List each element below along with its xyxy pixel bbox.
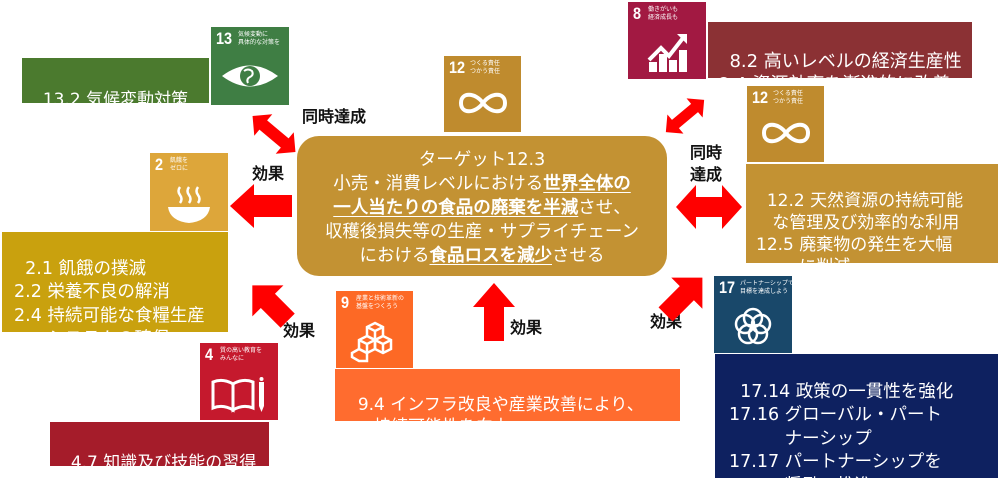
sdg-2-icon: 2 飢餓を ゼロに	[150, 153, 228, 231]
center-line-2: 一人当たりの食品の廃棄を半減させ、	[333, 198, 631, 218]
sdg-9-icon: 9 産業と技術革新の 基盤をつくろう	[336, 291, 413, 368]
sdg-8-icon: 8 働きがいも 経済成長も	[628, 2, 706, 79]
arrow-9-up-icon	[473, 283, 515, 341]
arrow-4-to-center-icon	[252, 285, 295, 328]
sdg-17-icon: 17 パートナーシップで 目標を達成しよう	[714, 276, 794, 353]
eye-globe-icon	[222, 65, 278, 87]
arrow-left-2-icon	[230, 184, 292, 228]
center-line-3: 収穫後損失等の生産・サプライチェーン	[324, 222, 640, 242]
infinity-icon	[458, 92, 507, 114]
target-4-text: 4.7 知識及び技能の習得	[70, 453, 257, 473]
target-13-text: 13.2 気候変動対策	[42, 90, 189, 110]
label-effect-bottom-left: 効果	[283, 321, 316, 340]
target-2-box: 2.1 飢餓の撲滅 2.2 栄養不良の解消 2.4 持続可能な食糧生産 システム…	[2, 232, 228, 349]
cubes-icon	[350, 321, 392, 363]
label-simultaneous-right: 同時 達成	[690, 143, 723, 184]
bowl-icon	[168, 186, 210, 223]
growth-chart-icon	[647, 34, 687, 72]
target-9-text: 9.4 インフラ改良や産業改善により、 持続可能性を向上	[357, 395, 644, 437]
target-12-text: 12.2 天然資源の持続可能 な管理及び効率的な利用 12.5 廃棄物の発生を大…	[756, 191, 964, 277]
target-4-box: 4.7 知識及び技能の習得	[50, 422, 269, 473]
flower-rings-icon	[734, 307, 772, 345]
double-arrow-8-icon	[665, 98, 705, 134]
infinity-icon	[761, 122, 810, 144]
double-arrow-13-icon	[252, 114, 296, 154]
target-17-box: 17.14 政策の一貫性を強化 17.16 グローバル・パート ナーシップ 17…	[715, 354, 998, 496]
target-17-text: 17.14 政策の一貫性を強化 17.16 グローバル・パート ナーシップ 17…	[729, 381, 954, 496]
book-pencil-icon	[211, 377, 264, 413]
label-effect-bottom: 効果	[510, 318, 543, 337]
center-line-4: における食品ロスを減少させる	[359, 246, 605, 266]
sdg-12-icon-right: 12 つくる責任 つかう責任	[747, 86, 824, 162]
target-2-text: 2.1 飢餓の撲滅 2.2 栄養不良の解消 2.4 持続可能な食糧生産 システム…	[14, 258, 205, 350]
sdg-12-icon-top: 12 つくる責任 つかう責任	[444, 56, 521, 132]
label-effect-left: 効果	[252, 164, 285, 183]
sdg-13-icon: 13 気候変動に 具体的な対策を	[211, 27, 289, 105]
double-arrow-12-icon	[676, 185, 742, 229]
target-12-box: 12.2 天然資源の持続可能 な管理及び効率的な利用 12.5 廃棄物の発生を大…	[746, 164, 998, 277]
target-12-3-center-box: ターゲット12.3 小売・消費レベルにおける世界全体の 一人当たりの食品の廃棄を…	[297, 136, 667, 276]
arrow-17-to-center-icon	[658, 277, 703, 322]
label-simultaneous-left: 同時達成	[302, 107, 367, 126]
target-8-box: 8.2 高いレベルの経済生産性 8.4 資源効率を漸進的に改善	[708, 22, 972, 95]
center-title: ターゲット12.3	[418, 150, 546, 170]
target-13-box: 13.2 気候変動対策	[22, 58, 209, 110]
target-9-box: 9.4 インフラ改良や産業改善により、 持続可能性を向上	[335, 369, 680, 437]
sdg-4-icon: 4 質の高い教育を みんなに	[200, 343, 278, 420]
center-line-1: 小売・消費レベルにおける世界全体の	[333, 174, 631, 194]
